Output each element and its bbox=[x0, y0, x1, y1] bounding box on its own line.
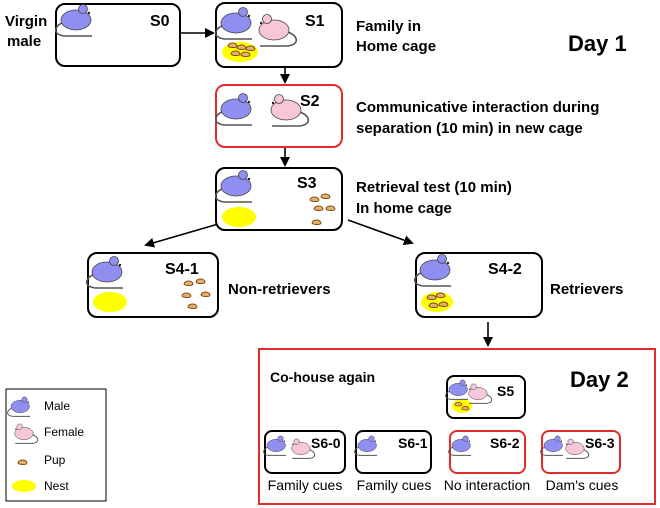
stage-s1-desc-line2: Home cage bbox=[356, 38, 436, 55]
stage-s5-id: S5 bbox=[497, 383, 514, 399]
day-2-label: Day 2 bbox=[570, 367, 629, 392]
day-1-label: Day 1 bbox=[568, 31, 627, 56]
legend-nest-label: Nest bbox=[44, 479, 69, 493]
legend-female-label: Female bbox=[44, 425, 84, 439]
pup-icon bbox=[195, 278, 206, 284]
pup-icon bbox=[313, 205, 324, 211]
legend: Male Female Pup Nest bbox=[5, 388, 107, 502]
stage-s6-1-caption: Family cues bbox=[357, 477, 432, 493]
stage-s0-box: S0 bbox=[54, 3, 181, 67]
stage-s1-id: S1 bbox=[305, 13, 325, 30]
stage-s3-desc-line2: In home cage bbox=[356, 200, 452, 217]
pup-icon bbox=[454, 402, 463, 407]
pup-icon bbox=[320, 193, 331, 199]
legend-male-label: Male bbox=[44, 399, 70, 413]
pup-icon bbox=[200, 291, 211, 297]
stage-s6-3-id: S6-3 bbox=[585, 435, 615, 451]
nest-icon bbox=[222, 207, 256, 227]
stage-s4-2-box: S4-2 bbox=[413, 252, 543, 318]
stage-s2-desc-line2: separation (10 min) in new cage bbox=[356, 120, 583, 137]
nest-icon bbox=[93, 292, 127, 312]
stage-s6-0-id: S6-0 bbox=[311, 435, 341, 451]
stage-s1-desc-line1: Family in bbox=[356, 18, 421, 35]
stage-s6-2-caption: No interaction bbox=[444, 477, 530, 493]
start-label-line2: male bbox=[7, 33, 41, 50]
stage-s4-1-id: S4-1 bbox=[165, 261, 199, 278]
stage-s5-box: S5 bbox=[445, 375, 526, 419]
pup-icon bbox=[236, 44, 247, 50]
pup-icon bbox=[461, 406, 470, 411]
stage-s3-id: S3 bbox=[297, 175, 317, 192]
pup-icon bbox=[181, 292, 192, 298]
stage-s2-box: S2 bbox=[214, 84, 343, 148]
stage-s6-2-id: S6-2 bbox=[490, 435, 520, 451]
pup-icon bbox=[187, 303, 198, 309]
day-2-frame: Co-house again Day 2 bbox=[258, 348, 656, 505]
stage-s2-id: S2 bbox=[300, 93, 320, 110]
stage-s4-1-box: S4-1 bbox=[85, 252, 219, 318]
pup-icon bbox=[426, 294, 437, 300]
stage-s2-desc-line1: Communicative interaction during bbox=[356, 99, 599, 116]
stage-s6-1-id: S6-1 bbox=[398, 435, 428, 451]
stage-s0-id: S0 bbox=[150, 13, 170, 30]
pup-icon bbox=[240, 51, 251, 57]
stage-s6-0-box: S6-0 bbox=[263, 430, 346, 474]
stage-s4-2-id: S4-2 bbox=[488, 261, 522, 278]
stage-s6-2-box: S6-2 bbox=[448, 430, 526, 474]
pup-icon bbox=[183, 280, 194, 286]
pup-icon bbox=[309, 196, 320, 202]
start-label-line1: Virgin bbox=[5, 13, 47, 30]
legend-pup-icon bbox=[17, 459, 28, 465]
pup-icon bbox=[311, 219, 322, 225]
pup-icon bbox=[245, 45, 256, 51]
pup-icon bbox=[227, 42, 238, 48]
stage-s6-0-caption: Family cues bbox=[268, 477, 343, 493]
cohouse-label: Co-house again bbox=[270, 369, 375, 385]
stage-s6-3-box: S6-3 bbox=[540, 430, 621, 474]
stage-s3-box: S3 bbox=[214, 167, 343, 231]
pup-icon bbox=[325, 205, 336, 211]
pup-icon bbox=[435, 292, 446, 298]
stage-s4-2-desc: Retrievers bbox=[550, 281, 623, 298]
stage-s1-box: S1 bbox=[214, 2, 343, 68]
legend-nest-icon bbox=[12, 480, 36, 492]
nest-icon bbox=[452, 399, 472, 413]
stage-s6-1-box: S6-1 bbox=[354, 430, 432, 474]
pup-icon bbox=[230, 50, 241, 56]
stage-s3-desc-line1: Retrieval test (10 min) bbox=[356, 179, 512, 196]
pup-icon bbox=[438, 301, 449, 307]
pup-icon bbox=[428, 302, 439, 308]
stage-s6-3-caption: Dam's cues bbox=[546, 477, 619, 493]
stage-s4-1-desc: Non-retrievers bbox=[228, 281, 331, 298]
legend-pup-label: Pup bbox=[44, 453, 66, 467]
arrow-s3-s4-2 bbox=[347, 219, 414, 245]
